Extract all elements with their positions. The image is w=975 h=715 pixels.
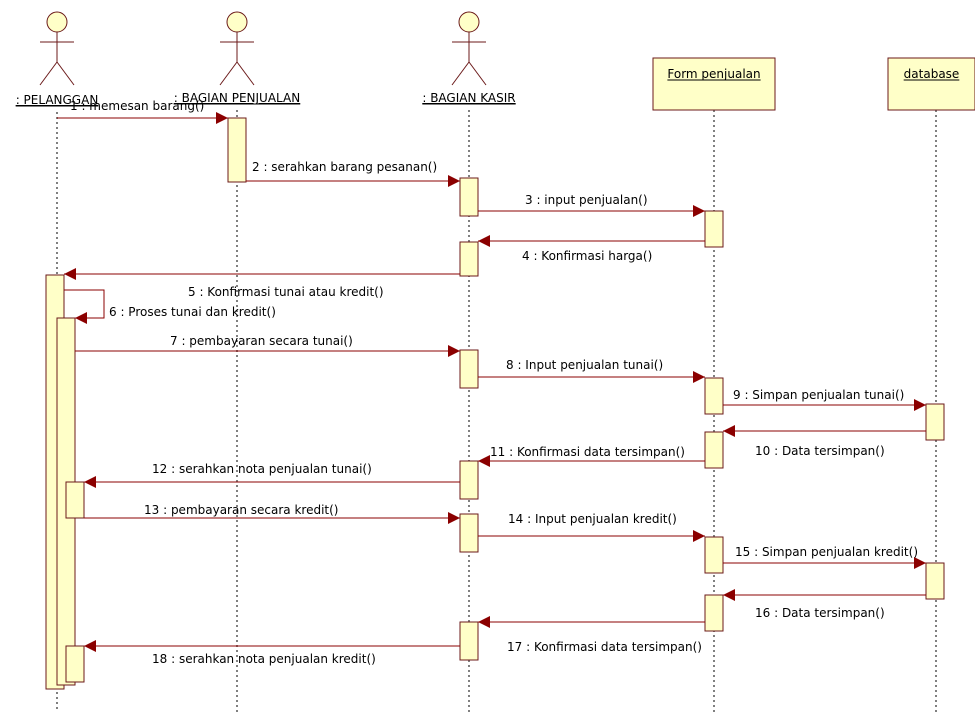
activation-bar (459, 349, 479, 389)
message-18: 18 : serahkan nota penjualan kredit() (84, 640, 460, 666)
message-5: 5 : Konfirmasi tunai atau kredit() (64, 268, 460, 299)
message-10: 10 : Data tersimpan() (723, 425, 926, 458)
activation-bar (925, 562, 945, 600)
message-11: 11 : Konfirmasi data tersimpan() (478, 445, 705, 467)
message-9: 9 : Simpan penjualan tunai() (723, 388, 926, 411)
participant-pelanggan: : PELANGGAN (15, 11, 99, 107)
participant-label: : PELANGGAN (16, 93, 99, 107)
activation-bar (704, 377, 724, 415)
actor-figure-icon (451, 11, 487, 86)
message-label: 8 : Input penjualan tunai() (506, 358, 663, 372)
activation-bar (704, 210, 724, 248)
participant-label: database (904, 67, 960, 81)
activation-bar (459, 241, 479, 277)
message-label: 2 : serahkan barang pesanan() (252, 160, 437, 174)
participant-label: : BAGIAN PENJUALAN (174, 91, 300, 105)
activation-bar (459, 513, 479, 553)
activation-bar (227, 117, 247, 183)
message-12: 12 : serahkan nota penjualan tunai() (84, 462, 460, 488)
message-4: 4 : Konfirmasi harga() (478, 235, 705, 263)
activation-bar (459, 460, 479, 500)
activation-bar (459, 177, 479, 217)
message-label: 11 : Konfirmasi data tersimpan() (490, 445, 685, 459)
message-arrow (64, 289, 105, 324)
message-label: 16 : Data tersimpan() (755, 606, 885, 620)
participant-label: : BAGIAN KASIR (422, 91, 515, 105)
message-label: 14 : Input penjualan kredit() (508, 512, 677, 526)
message-16: 16 : Data tersimpan() (723, 589, 926, 620)
message-label: 13 : pembayaran secara kredit() (144, 503, 338, 517)
activation-bar (704, 594, 724, 632)
activation-bar (925, 403, 945, 441)
message-1: 1 : memesan barang() (57, 99, 228, 124)
participant-form: Form penjualan (652, 57, 776, 111)
message-17: 17 : Konfirmasi data tersimpan() (478, 616, 705, 654)
message-label: 9 : Simpan penjualan tunai() (733, 388, 904, 402)
message-15: 15 : Simpan penjualan kredit() (723, 545, 926, 569)
message-label: 1 : memesan barang() (70, 99, 204, 113)
message-2: 2 : serahkan barang pesanan() (246, 160, 460, 187)
actor-figure-icon (39, 11, 75, 86)
message-label: 18 : serahkan nota penjualan kredit() (152, 652, 376, 666)
participant-database: database (887, 57, 975, 111)
activation-bar (704, 431, 724, 469)
message-7: 7 : pembayaran secara tunai() (75, 334, 460, 357)
activation-bar (65, 481, 85, 519)
participant-kasir: : BAGIAN KASIR (422, 11, 516, 105)
message-label: 7 : pembayaran secara tunai() (170, 334, 353, 348)
actor-figure-icon (219, 11, 255, 86)
activation-bar (459, 621, 479, 661)
message-14: 14 : Input penjualan kredit() (478, 512, 705, 542)
participant-penjualan: : BAGIAN PENJUALAN (173, 11, 301, 105)
message-8: 8 : Input penjualan tunai() (478, 358, 705, 383)
message-13: 13 : pembayaran secara kredit() (84, 503, 460, 524)
object-box (887, 57, 975, 111)
message-label: 4 : Konfirmasi harga() (522, 249, 652, 263)
message-label: 6 : Proses tunai dan kredit() (109, 305, 276, 319)
activation-bar (704, 536, 724, 574)
message-label: 15 : Simpan penjualan kredit() (735, 545, 918, 559)
message-label: 10 : Data tersimpan() (755, 444, 885, 458)
message-label: 17 : Konfirmasi data tersimpan() (507, 640, 702, 654)
message-label: 3 : input penjualan() (525, 193, 648, 207)
participant-label: Form penjualan (667, 67, 760, 81)
message-label: 12 : serahkan nota penjualan tunai() (152, 462, 372, 476)
message-6: 6 : Proses tunai dan kredit() (64, 289, 276, 324)
activation-bar (65, 645, 85, 683)
message-label: 5 : Konfirmasi tunai atau kredit() (188, 285, 384, 299)
object-box (652, 57, 776, 111)
message-3: 3 : input penjualan() (478, 193, 705, 217)
